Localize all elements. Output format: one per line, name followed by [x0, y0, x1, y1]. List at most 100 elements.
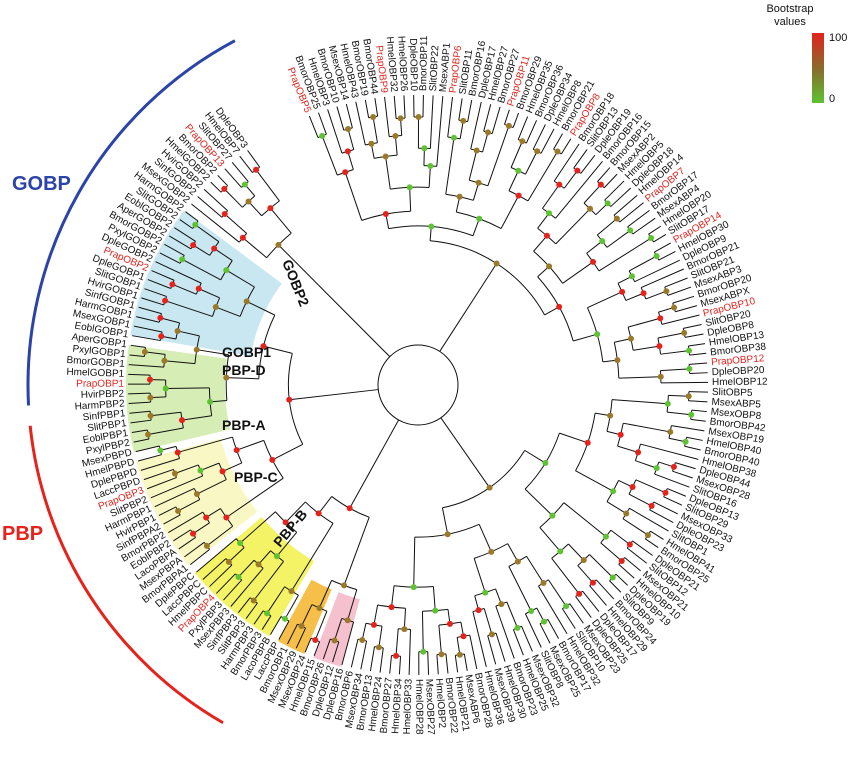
tree-branch: [690, 418, 706, 422]
bootstrap-node: [628, 273, 635, 280]
tree-branch: [563, 170, 578, 189]
bootstrap-node: [316, 604, 323, 611]
bootstrap-node: [282, 615, 289, 622]
tree-branch: [141, 297, 164, 306]
tree-branch: [389, 655, 392, 674]
tree-branch: [559, 432, 588, 444]
leaf-label: SlitOBP5: [712, 387, 753, 399]
tree-branch: [657, 332, 685, 339]
bootstrap-node: [476, 215, 483, 222]
tree-branch: [347, 589, 358, 621]
tree-branch: [491, 106, 501, 134]
bootstrap-node: [393, 652, 400, 659]
tree-branch: [276, 531, 298, 557]
bootstrap-node: [368, 140, 375, 147]
tree-branch: [255, 169, 280, 202]
tree-branch: [209, 564, 233, 587]
bootstrap-node: [607, 412, 614, 419]
tree-branch: [322, 638, 331, 660]
tree-branch: [654, 473, 690, 488]
tree-branch: [378, 626, 383, 648]
bootstrap-node: [157, 447, 164, 454]
tree-branch: [661, 314, 700, 325]
bootstrap-node: [540, 579, 547, 586]
tree-branch: [606, 501, 627, 514]
bootstrap-node: [557, 548, 564, 555]
tree-branch: [624, 557, 641, 572]
tree-branch: [538, 585, 568, 635]
tree-branch: [663, 496, 683, 506]
tree-branch: [495, 605, 515, 659]
tree-branch: [561, 608, 576, 629]
bootstrap-node: [498, 601, 505, 608]
tree-branch: [226, 377, 259, 380]
leaf-label: BmorOBP11: [418, 35, 430, 91]
tree-branch: [135, 445, 160, 453]
tree-branch: [144, 351, 166, 355]
bootstrap-node: [420, 648, 427, 655]
bootstrap-node: [534, 148, 541, 155]
tree-branch: [247, 150, 261, 168]
tree-branch: [508, 566, 532, 612]
tree-branch: [603, 173, 618, 189]
tree-branch: [540, 128, 555, 154]
tree-branch: [568, 543, 585, 561]
tree-branch: [627, 209, 650, 228]
legend-title-2: values: [774, 16, 806, 28]
group-label-pbp: PBP: [2, 523, 43, 545]
tree-branch: [133, 325, 163, 333]
tree-branch: [155, 261, 202, 284]
bootstrap-node: [162, 385, 169, 392]
bootstrap-node: [609, 574, 616, 581]
tree-branch: [154, 487, 195, 508]
tree-branch: [470, 101, 482, 150]
tree-branch: [586, 240, 603, 254]
tree-branch: [683, 323, 702, 329]
bootstrap-node: [604, 200, 611, 207]
tree-branch: [675, 305, 698, 313]
tree-branch: [563, 502, 607, 538]
tree-branch: [463, 653, 468, 671]
bootstrap-node: [141, 348, 148, 355]
leaf-label: SlitOBP22: [428, 45, 441, 92]
tree-branch: [553, 143, 580, 182]
tree-branch: [573, 149, 588, 169]
bootstrap-node: [629, 484, 636, 491]
tree-branch: [174, 227, 196, 242]
tree-branch: [633, 345, 660, 351]
tree-branch: [539, 527, 561, 552]
tree-branch: [196, 479, 227, 495]
tree-branch: [547, 619, 560, 639]
bootstrap-node: [475, 607, 482, 614]
tree-branch: [196, 349, 229, 356]
bootstrap-node: [267, 205, 274, 212]
tree-branch: [537, 212, 550, 229]
tree-branch: [226, 477, 284, 518]
tree-branch: [128, 392, 151, 395]
leaf-label: DpleOBP10: [407, 38, 419, 91]
tree-branch: [542, 184, 560, 209]
tree-branch: [508, 170, 519, 191]
bootstrap-node: [686, 347, 693, 354]
tree-branch: [391, 585, 395, 608]
tree-branch: [660, 368, 690, 372]
tree-branch: [269, 207, 292, 234]
tree-branch: [436, 654, 439, 675]
bootstrap-node: [456, 193, 463, 200]
tree-branch: [632, 217, 656, 235]
tree-branch: [178, 537, 196, 550]
tree-branch: [629, 507, 669, 532]
tree-branch: [147, 427, 184, 436]
tree-branch: [472, 182, 480, 201]
tree-branch: [524, 613, 542, 648]
tree-branch: [130, 344, 146, 348]
tree-branch: [168, 511, 204, 533]
bootstrap-node: [195, 285, 202, 292]
tree-branch: [379, 647, 384, 673]
bootstrap-node: [157, 314, 164, 321]
tree-branch: [369, 646, 375, 672]
tree-branch: [487, 635, 497, 665]
bootstrap-node: [190, 530, 197, 537]
bootstrap-node: [488, 548, 495, 555]
bootstrap-node: [662, 489, 669, 496]
